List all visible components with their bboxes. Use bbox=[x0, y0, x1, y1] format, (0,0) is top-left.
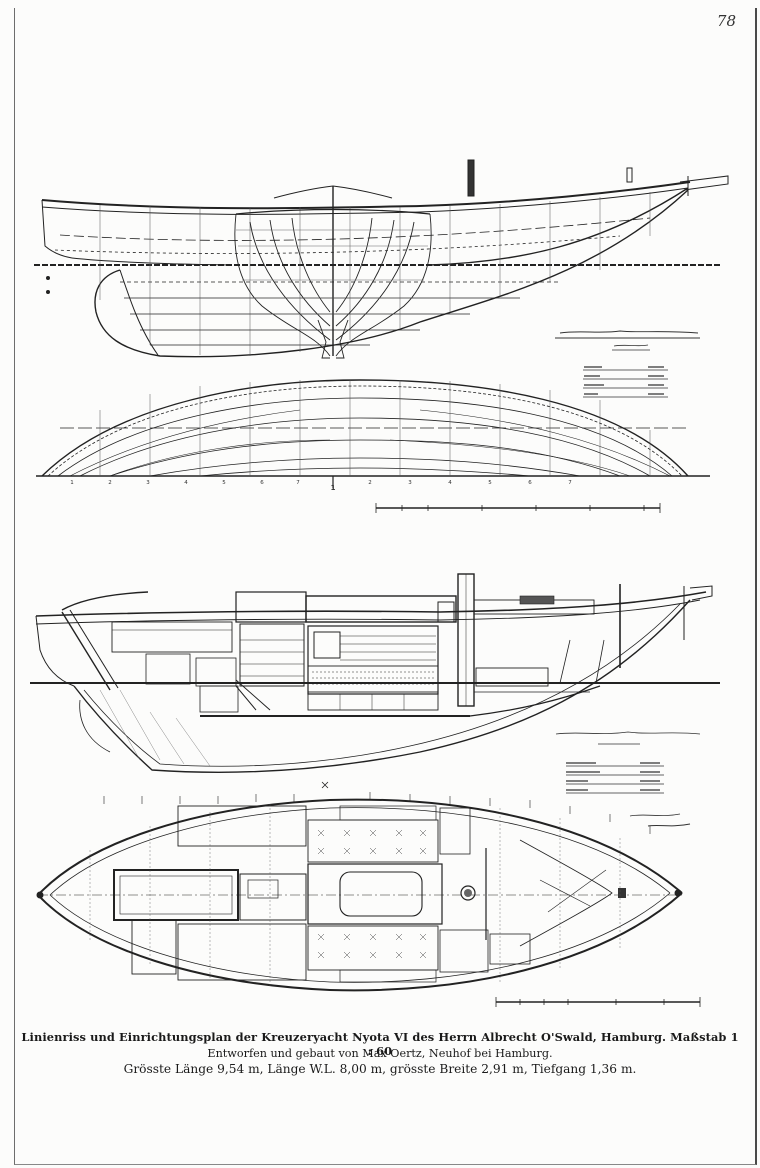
svg-text:4: 4 bbox=[448, 480, 452, 486]
svg-text:6: 6 bbox=[260, 480, 264, 486]
accommodation-profile bbox=[30, 573, 720, 773]
lines-plan-title-block bbox=[555, 330, 700, 398]
caption-dimensions: Grösste Länge 9,54 m, Länge W.L. 8,00 m,… bbox=[123, 1062, 637, 1076]
svg-text:4: 4 bbox=[184, 480, 188, 486]
svg-text:3: 3 bbox=[146, 480, 150, 486]
svg-text:1: 1 bbox=[331, 484, 336, 492]
scale-bar-accommodation bbox=[495, 997, 701, 1007]
svg-text:7: 7 bbox=[296, 480, 300, 486]
svg-text:5: 5 bbox=[222, 480, 226, 486]
accommodation-floor-plan bbox=[36, 781, 683, 992]
page-number: 78 bbox=[716, 12, 736, 30]
caption-title: Linienriss und Einrichtungsplan der Kreu… bbox=[21, 1030, 739, 1058]
svg-text:2: 2 bbox=[108, 480, 112, 486]
svg-text:7: 7 bbox=[568, 480, 572, 486]
page-border bbox=[14, 8, 757, 1165]
svg-text:1: 1 bbox=[70, 480, 74, 486]
caption-designer: Entworfen und gebaut von Max Oertz, Neuh… bbox=[207, 1047, 553, 1060]
svg-text:2: 2 bbox=[368, 480, 372, 486]
accommodation-title-block bbox=[555, 731, 701, 827]
scale-bar-lines-plan bbox=[375, 503, 661, 513]
station-numbers: 1 2 3 4 5 6 7 1 2 3 4 5 6 7 bbox=[70, 480, 572, 492]
lines-plan-half-breadth bbox=[36, 379, 710, 488]
svg-text:6: 6 bbox=[528, 480, 532, 486]
svg-text:5: 5 bbox=[488, 480, 492, 486]
svg-text:3: 3 bbox=[408, 480, 412, 486]
lines-plan-profile bbox=[34, 159, 729, 359]
